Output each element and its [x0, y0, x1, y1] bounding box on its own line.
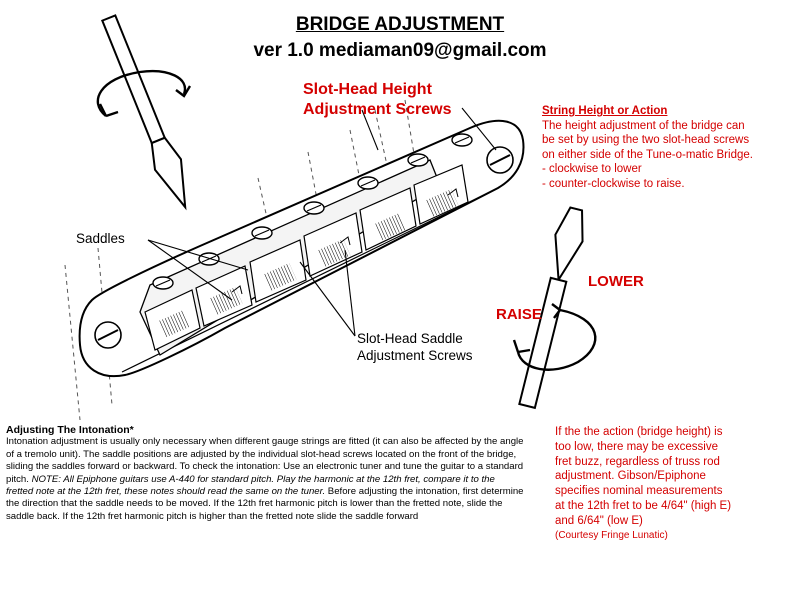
rotation-arrow-icon	[96, 69, 192, 118]
intonation-body: Intonation adjustment is usually only ne…	[6, 436, 524, 485]
rotation-arrow-icon	[512, 303, 597, 371]
page-subtitle: ver 1.0 mediaman09@gmail.com	[253, 40, 547, 61]
tune-o-matic-bridge	[78, 119, 525, 378]
page-title: BRIDGE ADJUSTMENT	[295, 14, 505, 35]
saddles	[144, 164, 469, 351]
string-height-heading: String Height or Action	[542, 105, 668, 117]
intonation-note: NOTE: All Epiphone guitars use A-440 for…	[6, 473, 495, 498]
string-guide-lines	[64, 99, 416, 421]
height-screws-label: Slot-Head Height Adjustment Screws	[303, 81, 452, 118]
saddle-screw-heads	[152, 133, 473, 290]
credit-line: (Courtesy Fringe Lunatic)	[555, 529, 668, 541]
intonation-body-2: Before adjusting the intonation, first d…	[6, 486, 524, 522]
string-height-panel: String Height or Action The height adjus…	[542, 104, 772, 191]
lower-label: LOWER	[588, 273, 644, 290]
intonation-heading: Adjusting The Intonation*	[6, 424, 134, 436]
intonation-panel: Adjusting The Intonation* Intonation adj…	[6, 424, 524, 523]
action-note-panel: If the the action (bridge height) is too…	[555, 425, 795, 543]
screwdriver-icon	[518, 206, 584, 410]
screwdriver-icon	[101, 14, 187, 211]
raise-label: RAISE	[496, 306, 542, 323]
callout-leaders	[147, 107, 497, 337]
saddles-label: Saddles	[76, 231, 125, 246]
saddle-screws-label: Slot-Head Saddle Adjustment Screws	[357, 331, 473, 363]
